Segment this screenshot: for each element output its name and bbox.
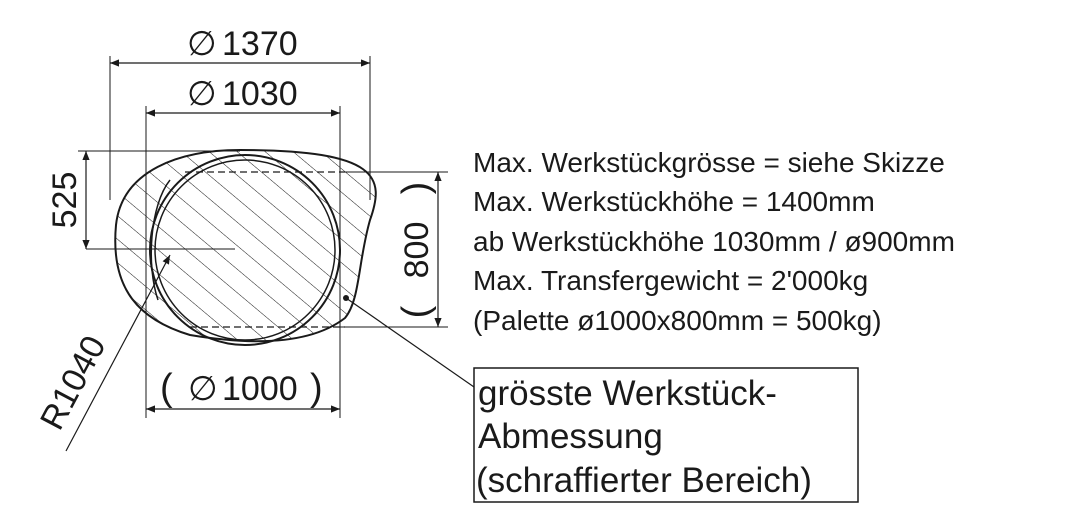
callout-line-1: grösste Werkstück- bbox=[478, 374, 777, 413]
dim-1370-symbol: ∅ bbox=[187, 25, 217, 63]
dim-1000-symbol: ∅ bbox=[188, 370, 218, 408]
note-line-4: Max. Transfergewicht = 2'000kg bbox=[473, 265, 868, 296]
dim-1000-open-paren: ( bbox=[160, 367, 173, 409]
radius-leader bbox=[65, 254, 171, 452]
dim-1370-label: 1370 bbox=[222, 25, 298, 63]
note-line-3: ab Werkstückhöhe 1030mm / ø900mm bbox=[473, 226, 955, 257]
dim-1030-label: 1030 bbox=[222, 75, 298, 113]
dim-1000-label: 1000 bbox=[222, 370, 298, 408]
callout-leader bbox=[345, 297, 475, 388]
dim-800-close-paren: ) bbox=[395, 182, 437, 195]
callout-line-3: (schraffierter Bereich) bbox=[476, 461, 812, 500]
pallet-circle-inner bbox=[154, 159, 336, 341]
dim-525-label: 525 bbox=[46, 172, 84, 229]
dim-1030-symbol: ∅ bbox=[187, 75, 217, 113]
dim-1000-close-paren: ) bbox=[310, 367, 323, 409]
note-line-5: (Palette ø1000x800mm = 500kg) bbox=[473, 305, 882, 336]
note-line-2: Max. Werkstückhöhe = 1400mm bbox=[473, 186, 875, 217]
dim-800-open-paren: ( bbox=[395, 305, 437, 318]
callout-box bbox=[473, 367, 859, 503]
hatched-workpiece-area bbox=[114, 148, 377, 343]
inner-boundary-curve bbox=[150, 179, 171, 301]
dim-800-label: 800 bbox=[398, 222, 436, 279]
callout-line-2: Abmessung bbox=[478, 417, 663, 456]
note-line-1: Max. Werkstückgrösse = siehe Skizze bbox=[473, 147, 945, 178]
